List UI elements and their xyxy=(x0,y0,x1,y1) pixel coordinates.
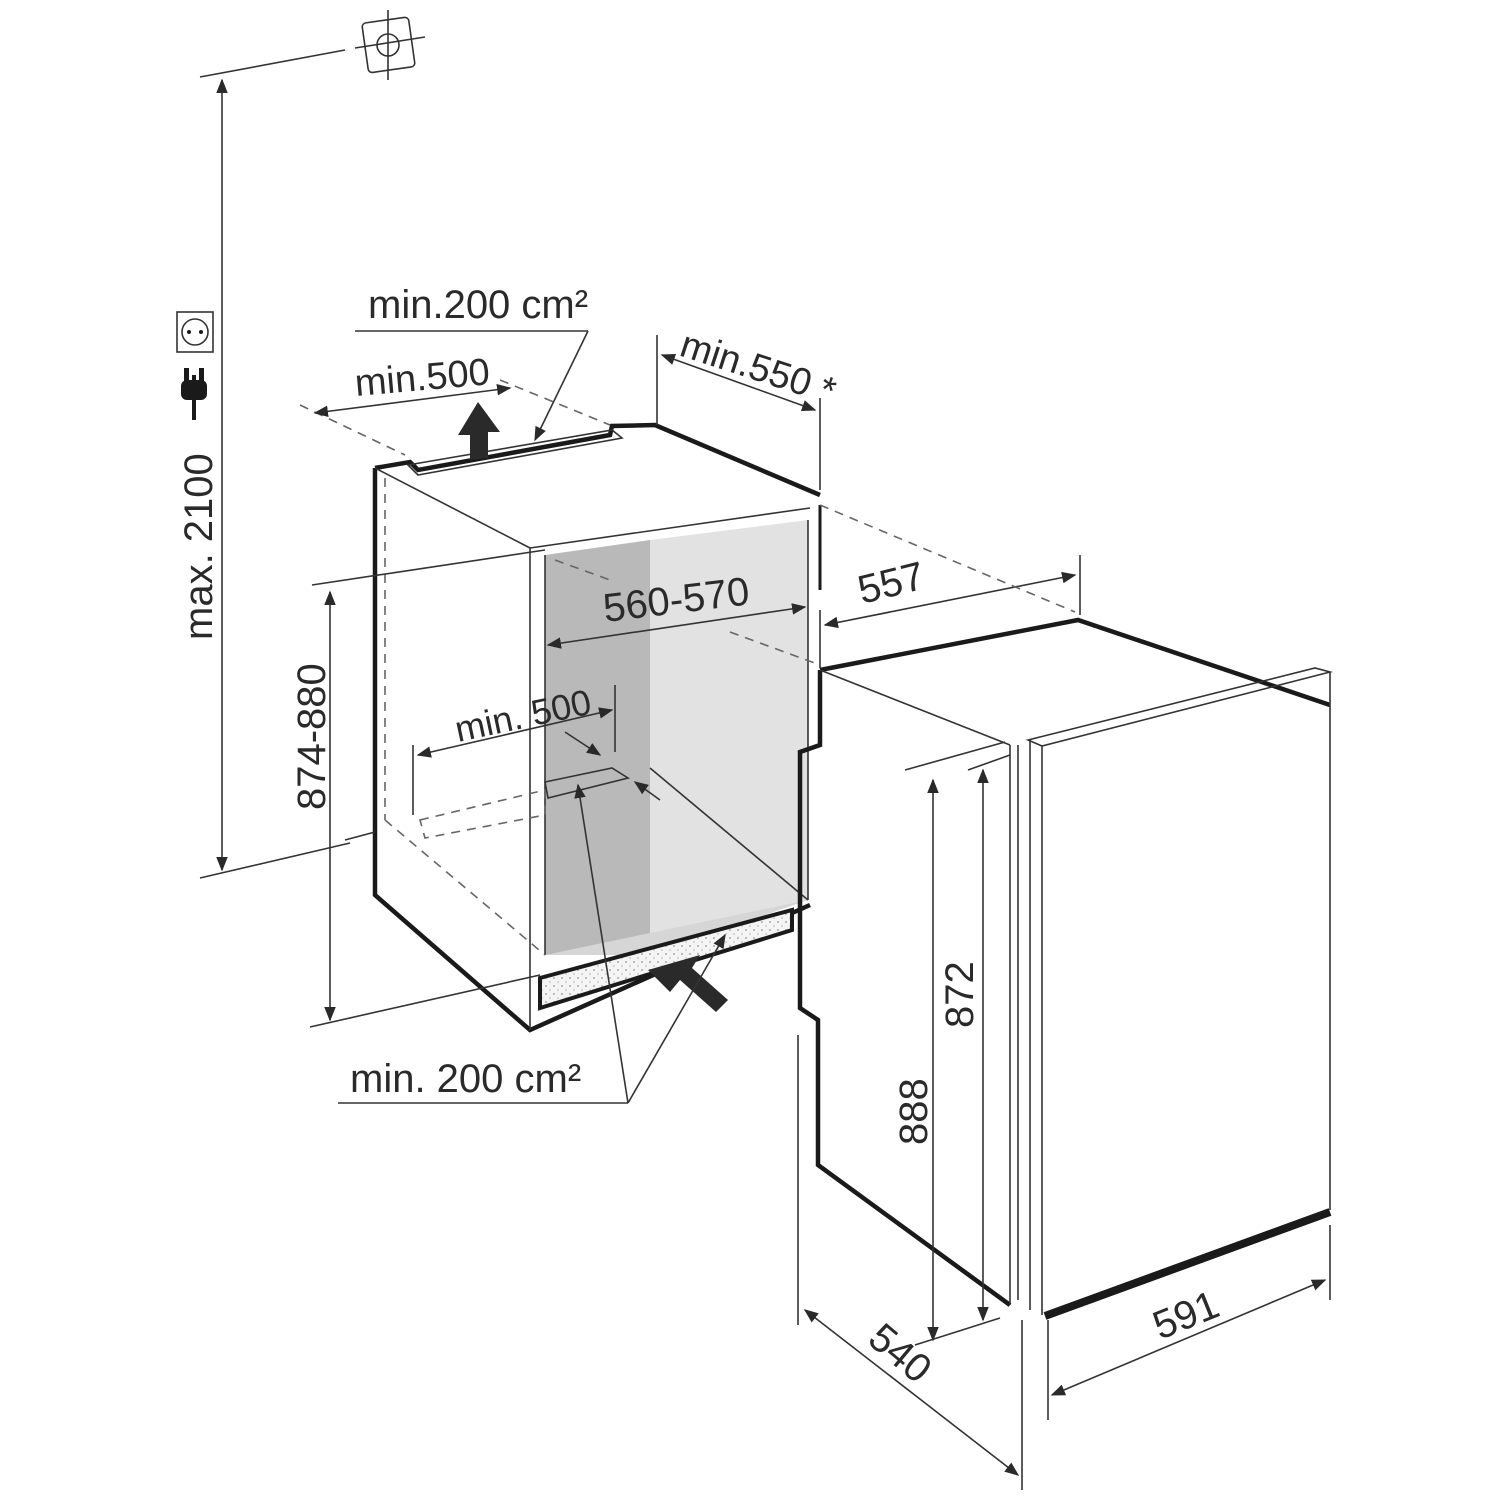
appliance-body xyxy=(797,617,1334,1320)
power-socket-icon xyxy=(176,311,214,353)
appliance-side-depth-label: 540 xyxy=(860,1315,939,1392)
appliance-depth-label: 557 xyxy=(854,554,929,613)
top-vent-dimensions: min.200 cm² min.500 xyxy=(299,283,611,456)
top-vent-slot xyxy=(406,429,624,476)
niche-height-dimension: 874-880 xyxy=(290,590,541,1028)
ceiling-reference xyxy=(199,10,426,80)
appliance-height-total-label: 888 xyxy=(892,1078,936,1145)
appliance-height-body-label: 872 xyxy=(938,961,982,1028)
ceiling-fixture-icon xyxy=(361,10,416,80)
niche-height-label: 874-880 xyxy=(290,663,334,810)
plinth-vent-slot xyxy=(538,907,794,1011)
appliance-height-dimensions: 888 872 xyxy=(892,741,1011,1346)
appliance-width-label: 591 xyxy=(1147,1283,1225,1349)
niche-cabinet xyxy=(372,402,822,1033)
appliance-width-dimension: 591 xyxy=(1047,1225,1331,1420)
depth-clearance-label: min.550 * xyxy=(675,324,841,414)
top-vent-width-label: min.500 xyxy=(353,351,491,405)
top-vent-area-label: min.200 cm² xyxy=(368,283,588,327)
max-height-dimension: max. 2100 xyxy=(176,78,351,879)
power-plug-icon xyxy=(181,368,207,420)
max-height-label: max. 2100 xyxy=(177,453,221,640)
bottom-vent-area-label: min. 200 cm² xyxy=(350,1057,581,1101)
airflow-in-arrow-icon xyxy=(648,955,728,1012)
airflow-out-arrow-icon xyxy=(458,402,500,460)
